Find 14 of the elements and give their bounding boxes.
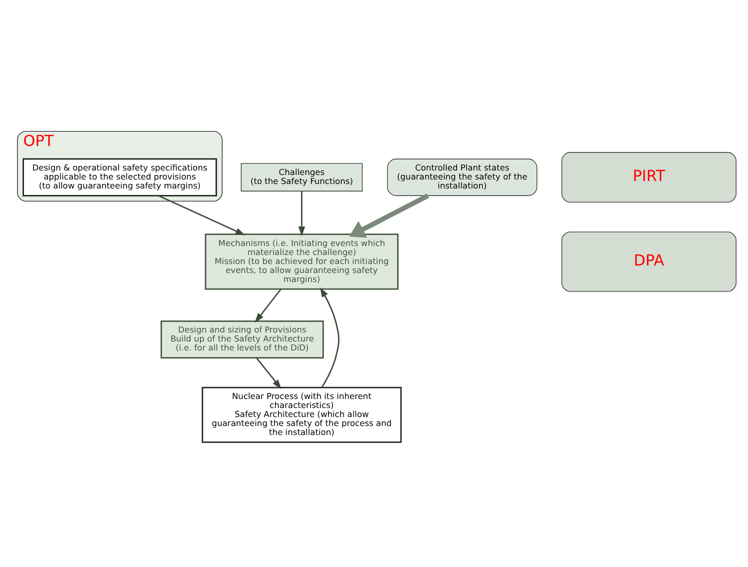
- node-box: Mechanisms (i.e. Initiating events which materialize the challenge) Mission (to be achieved for each initiating events, to allow guaranteeing safety margins): [204, 233, 399, 290]
- node-box: PIRT: [561, 152, 736, 202]
- node-box: DPA: [561, 231, 736, 292]
- arrow: [254, 288, 282, 322]
- node-box: Nuclear Process (with its inherent characteristics) Safety Architecture (which allow guaranteeing the safety of the process and the installation): [202, 386, 402, 442]
- arrow: [349, 193, 430, 238]
- arrow: [320, 286, 340, 388]
- arrow: [298, 190, 306, 236]
- arrow: [256, 357, 282, 388]
- arrow: [158, 194, 246, 235]
- node-box: Controlled Plant states (guaranteeing the safety of the installation): [387, 158, 538, 196]
- node-box: Design and sizing of Provisions Build up of the Safety Architecture (i.e. for all the levels of the DiD): [160, 320, 324, 358]
- node-box: Design & operational safety specifications applicable to the selected provisions (to allow guaranteeing safety margins): [22, 158, 217, 196]
- node-box: Challenges (to the Safety Functions): [240, 162, 363, 191]
